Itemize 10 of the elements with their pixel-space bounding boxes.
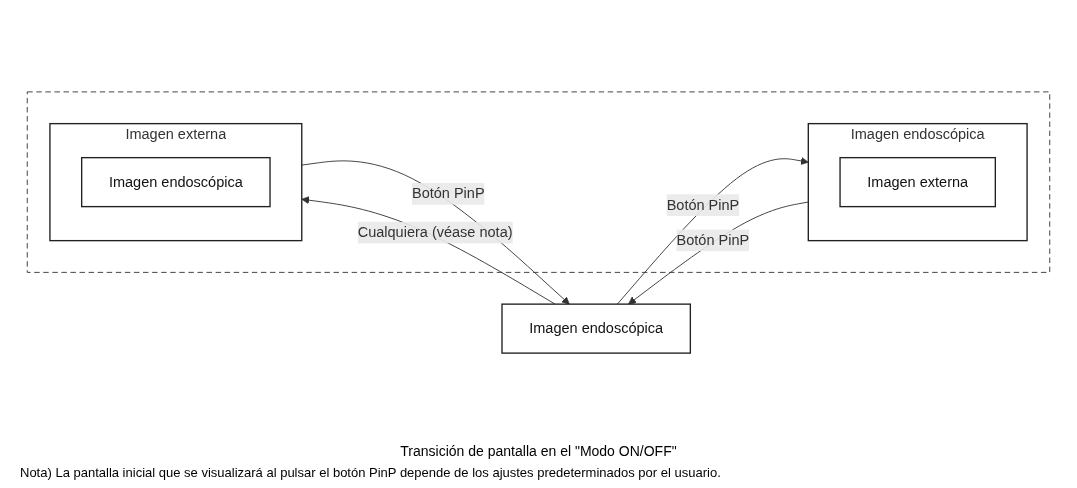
edge-label: Botón PinP — [411, 185, 485, 202]
node-box: Imagen endoscópica — [501, 303, 691, 354]
edge-label: Botón PinP — [676, 232, 750, 248]
node-box: Imagen endoscópica — [81, 156, 271, 208]
caption: Transición de pantalla en el "Modo ON/OFF" — [400, 443, 677, 459]
node-box: Imagen externa — [839, 156, 996, 208]
note-text: Nota) La pantalla inicial que se visualizará al pulsar el botón PinP depende de los ajustes predeterminados por el usuario. — [20, 465, 721, 480]
edge-label: Cualquiera (véase nota) — [357, 224, 513, 240]
cluster — [26, 91, 1051, 273]
edge-label: Botón PinP — [666, 196, 740, 213]
